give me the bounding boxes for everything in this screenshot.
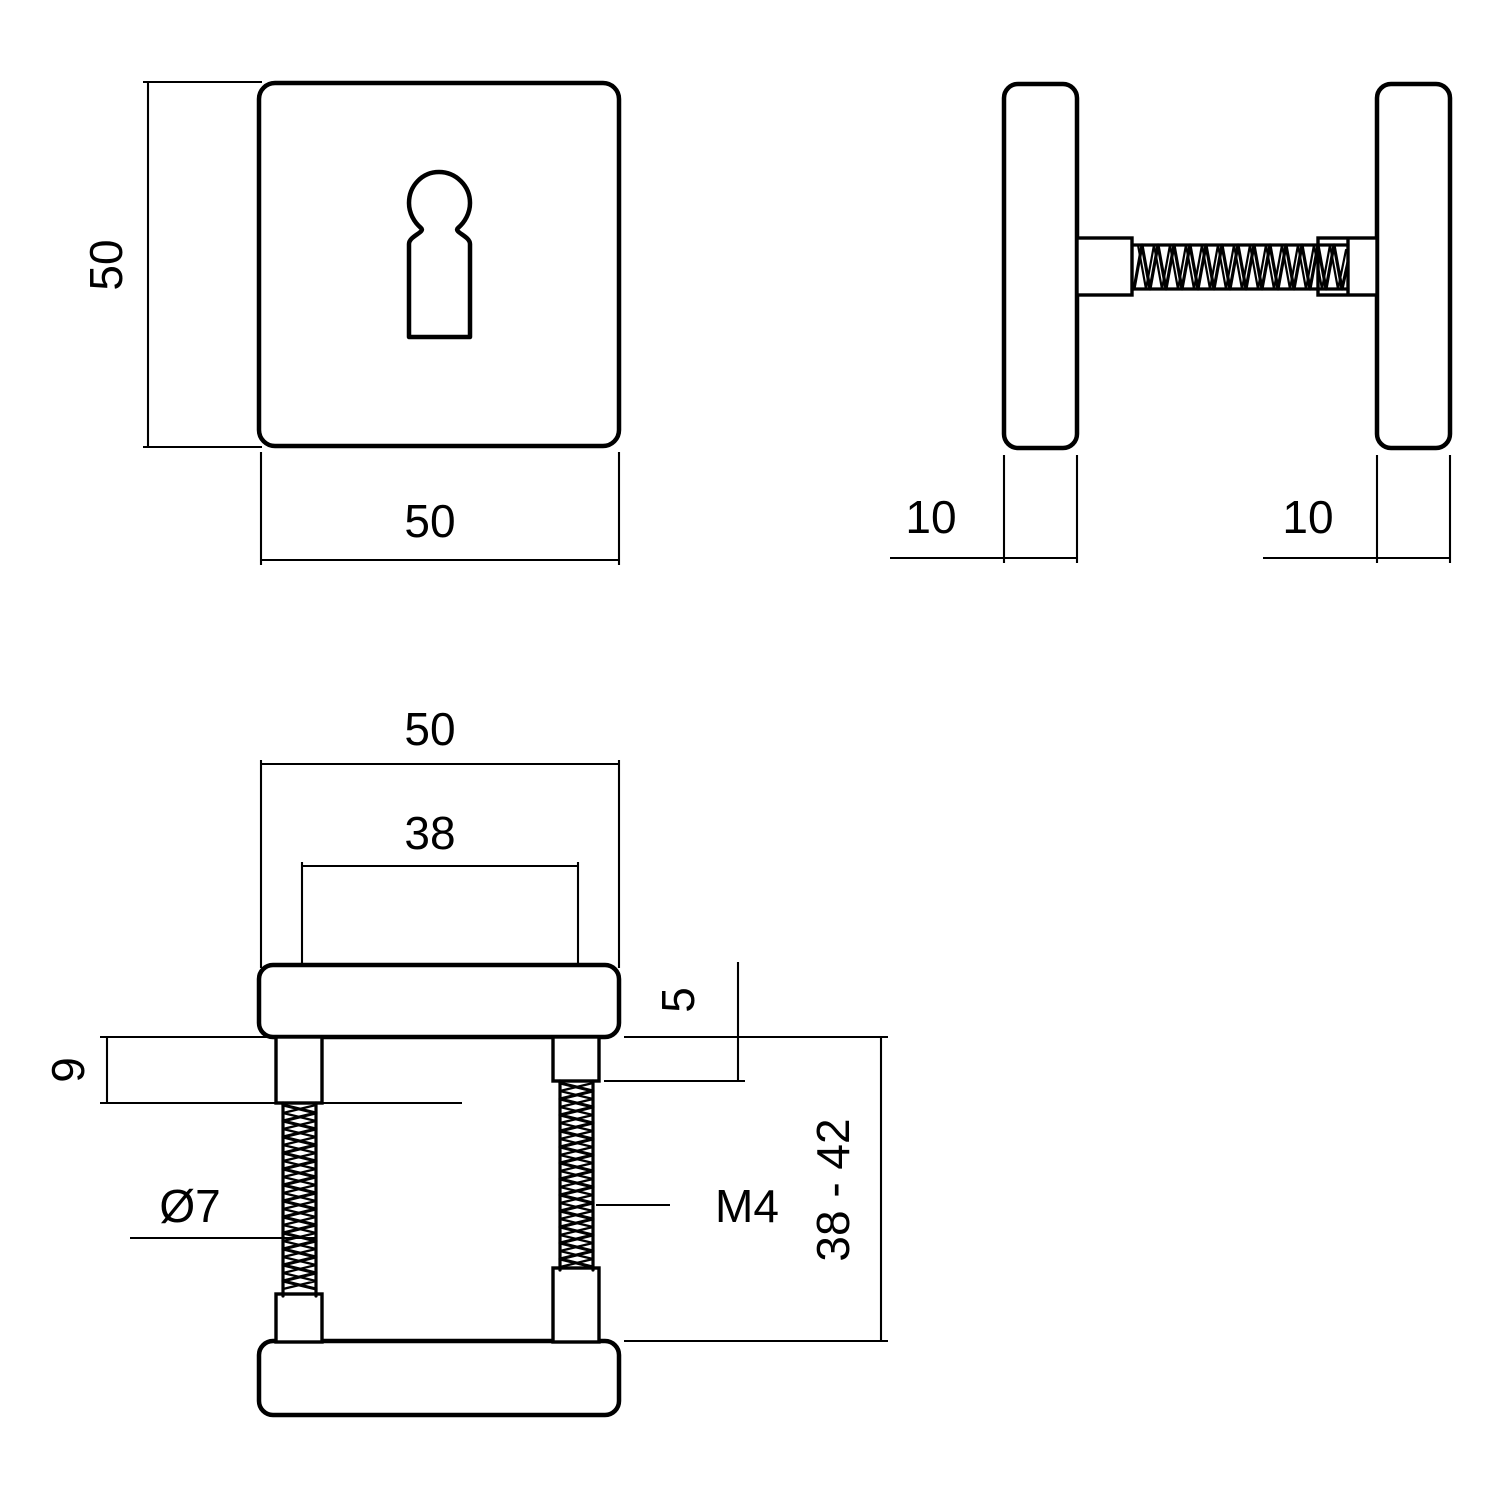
- side-left-thickness-dimension: [890, 455, 1079, 563]
- side-left-plate: [1001, 81, 1080, 451]
- side-right-thickness-dimension: [1263, 455, 1452, 563]
- side-right-plate: [1374, 81, 1453, 451]
- side-thread: [1130, 243, 1350, 291]
- section-spacing-label: 38: [404, 807, 455, 859]
- right-lower-sleeve: [551, 1266, 601, 1344]
- section-sleeve-length-dimension: [100, 1035, 462, 1105]
- section-sleeve-length-label: 9: [42, 1057, 94, 1083]
- section-thread-label: M4: [715, 1180, 779, 1232]
- section-width-label: 50: [404, 703, 455, 755]
- keyhole-outline: [406, 169, 473, 340]
- section-sleeve-diameter-label: Ø7: [159, 1180, 220, 1232]
- front-width-label: 50: [404, 495, 455, 547]
- section-bottom-plate: [256, 1338, 622, 1418]
- section-sleeve-diameter-dimension: [130, 1106, 318, 1252]
- section-plate-thickness-dimension: [604, 962, 745, 1083]
- side-left-thickness-label: 10: [905, 491, 956, 543]
- side-view: [890, 81, 1453, 563]
- side-left-sleeve: [1075, 236, 1134, 297]
- front-height-dimension: [143, 80, 262, 449]
- side-right-thickness-label: 10: [1282, 491, 1333, 543]
- section-range-dimension: [624, 1035, 888, 1343]
- section-plate-thickness-label: 5: [652, 987, 704, 1013]
- front-view: [143, 80, 622, 565]
- section-top-plate: [256, 962, 622, 1040]
- section-right-screw: [551, 1035, 601, 1344]
- section-left-screw: [274, 1035, 324, 1344]
- section-view: [100, 760, 888, 1418]
- left-upper-sleeve: [274, 1035, 324, 1105]
- front-width-dimension: [259, 452, 621, 565]
- section-width-dimension: [259, 760, 621, 968]
- left-lower-sleeve: [274, 1292, 324, 1344]
- right-upper-sleeve: [551, 1035, 601, 1083]
- section-range-label: 38 - 42: [807, 1118, 859, 1261]
- front-height-label: 50: [80, 239, 132, 290]
